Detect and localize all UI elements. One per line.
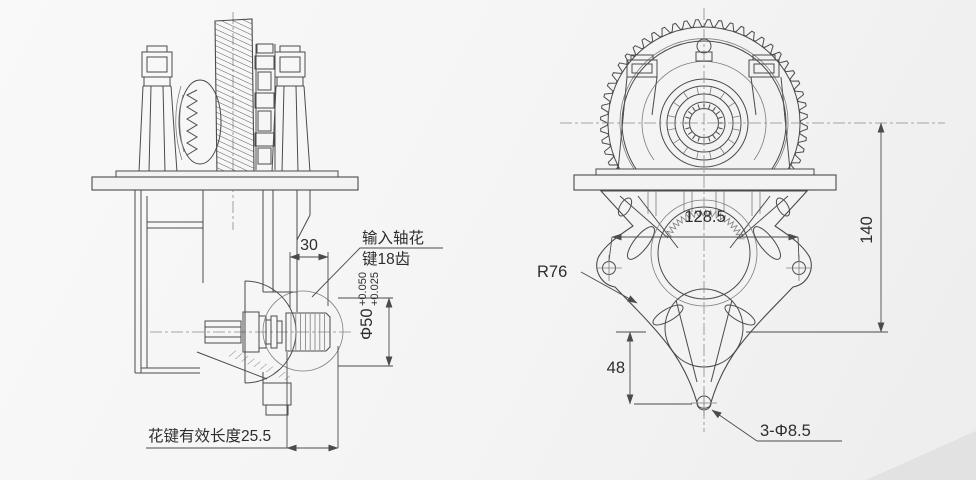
bevel-gear-cluster xyxy=(175,79,222,165)
stud-column xyxy=(254,43,276,170)
tolerance-lower-label: +0.025 xyxy=(369,272,381,306)
dim-housing-radius: R76 xyxy=(537,263,638,304)
spline-teeth xyxy=(290,314,325,350)
dim-hole-offset: 48 xyxy=(607,331,692,405)
gear-seen-through-bore xyxy=(664,208,745,240)
bearing-rollers xyxy=(668,87,740,159)
dim-bolt-span: 128.5 xyxy=(608,208,800,262)
overall-height-label: 140 xyxy=(858,216,876,244)
spline-note-line2: 键18齿 xyxy=(362,250,410,268)
housing-radius-label: R76 xyxy=(537,263,567,281)
mount-holes-label: 3-Φ8.5 xyxy=(760,422,811,440)
output-shaft xyxy=(204,280,331,416)
spline-length-label: 花键有效长度25.5 xyxy=(148,427,271,445)
spline-note: 输入轴花 键18齿 xyxy=(311,229,443,298)
side-view: 30 输入轴花 键18齿 Φ50 +0.050 +0.025 花键有效长度25. xyxy=(91,12,443,452)
bolt-span-label: 128.5 xyxy=(684,208,725,226)
dim-shaft-diameter: Φ50 +0.050 +0.025 xyxy=(338,272,393,367)
mounting-flange xyxy=(91,170,359,191)
spline-note-line1: 输入轴花 xyxy=(362,229,424,247)
dim-offset-30: 30 xyxy=(289,237,329,308)
bolt-tower-right xyxy=(271,45,311,173)
dim-spline-length: 花键有效长度25.5 xyxy=(146,346,339,452)
corner-shade xyxy=(866,431,976,480)
helical-gear xyxy=(214,18,255,177)
input-spline-teeth xyxy=(684,103,724,143)
dim-offset-label: 30 xyxy=(300,237,318,254)
housing-body xyxy=(134,190,311,382)
front-bolt-caps xyxy=(617,38,791,171)
front-view: 128.5 R76 140 48 3-Φ8.5 xyxy=(537,8,945,442)
hole-offset-label: 48 xyxy=(607,359,625,377)
bracket-housing xyxy=(596,190,812,416)
tolerance-upper-label: +0.050 xyxy=(357,272,369,306)
dim-mount-holes: 3-Φ8.5 xyxy=(711,409,842,442)
front-flange xyxy=(573,168,837,191)
bolt-tower-left xyxy=(138,45,178,173)
dim-overall-height: 140 xyxy=(746,122,888,333)
detail-circle xyxy=(262,290,344,372)
shaft-diameter-label: Φ50 xyxy=(358,308,376,340)
